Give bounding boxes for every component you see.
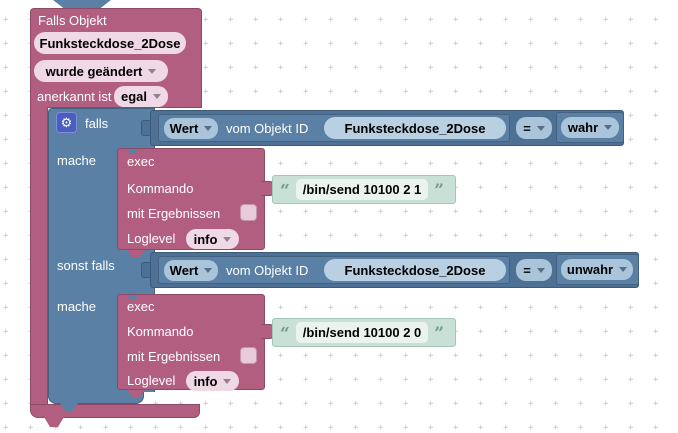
operator-dropdown-1[interactable]: =: [516, 117, 552, 139]
dropdown-caret-icon: [204, 268, 213, 273]
dropdown-caret-icon: [153, 94, 161, 99]
exec-2-command-field[interactable]: /bin/send 10100 2 0: [295, 322, 429, 343]
exec-2-command-label: Kommando: [127, 324, 194, 339]
exec-2-loglevel-dropdown[interactable]: info: [186, 371, 239, 391]
exec-2-next-connector: [127, 390, 145, 397]
trigger-event-value: wurde geändert: [45, 63, 143, 79]
quote-open-icon: “: [280, 181, 290, 201]
dropdown-caret-icon: [604, 125, 613, 130]
exec-1-loglevel-dropdown[interactable]: info: [186, 229, 239, 249]
quote-close-icon: ”: [434, 181, 445, 201]
exec-1-next-connector: [127, 250, 145, 257]
dropdown-caret-icon: [204, 126, 213, 131]
exec-2-title: exec: [127, 299, 155, 314]
bool-value: unwahr: [566, 262, 614, 277]
trigger-block-bottom: [30, 404, 200, 418]
trigger-object-id-value: Funksteckdose_2Dose: [39, 35, 181, 51]
vom-objekt-label-1: vom Objekt ID: [226, 121, 309, 136]
elseif-label: sonst falls: [57, 258, 115, 273]
string-block-2[interactable]: “ /bin/send 10100 2 0 ”: [272, 318, 456, 347]
dropdown-caret-icon: [619, 267, 628, 272]
getter-dropdown-2[interactable]: Wert: [164, 260, 218, 281]
if-label: falls: [85, 116, 109, 131]
mutator-gear-icon[interactable]: ⚙: [56, 112, 77, 133]
trigger-event-dropdown[interactable]: wurde geändert: [34, 60, 168, 82]
exec-1-top-notch: [127, 149, 139, 154]
getter-value: Wert: [169, 121, 199, 136]
trigger-block-left-wall: [30, 107, 48, 405]
if-block-next-connector: [60, 403, 78, 411]
condition-object-id-field-2[interactable]: Funksteckdose_2Dose: [324, 259, 506, 281]
exec-1-with-results-checkbox[interactable]: [240, 204, 257, 221]
exec-1-command-field[interactable]: /bin/send 10100 2 1: [295, 179, 429, 200]
command-value: /bin/send 10100 2 1: [302, 182, 422, 197]
bool-value: wahr: [567, 120, 599, 135]
exec-2-with-results-checkbox[interactable]: [240, 347, 257, 364]
bool-dropdown-2[interactable]: unwahr: [561, 259, 633, 280]
trigger-ack-value: egal: [120, 89, 147, 104]
dropdown-caret-icon: [536, 125, 545, 131]
quote-open-icon: “: [280, 324, 290, 344]
operator-value: =: [523, 120, 531, 136]
exec-1-command-label: Kommando: [127, 181, 194, 196]
string-block-1[interactable]: “ /bin/send 10100 2 1 ”: [272, 175, 456, 204]
vom-objekt-label-2: vom Objekt ID: [226, 263, 309, 278]
exec-1-with-results-label: mit Ergebnissen: [127, 206, 221, 221]
dropdown-caret-icon: [148, 68, 157, 74]
loglevel-value: info: [193, 231, 218, 247]
exec-2-with-results-label: mit Ergebnissen: [127, 349, 221, 364]
getter-dropdown-1[interactable]: Wert: [164, 118, 218, 139]
loglevel-value: info: [193, 373, 218, 389]
trigger-ack-label: anerkannt ist: [37, 89, 112, 104]
exec-2-loglevel-label: Loglevel: [127, 373, 176, 388]
cropped-block-tab: [53, 0, 111, 9]
operator-value: =: [523, 262, 531, 278]
bool-dropdown-1[interactable]: wahr: [561, 117, 619, 138]
dropdown-caret-icon: [223, 378, 232, 384]
dropdown-caret-icon: [223, 236, 232, 242]
exec-1-loglevel-label: Loglevel: [127, 231, 176, 246]
trigger-block-next-connector: [44, 417, 64, 427]
dropdown-caret-icon: [536, 267, 545, 273]
quote-close-icon: ”: [434, 324, 445, 344]
operator-dropdown-2[interactable]: =: [516, 259, 552, 281]
exec-1-title: exec: [127, 154, 155, 169]
condition-object-id-value: Funksteckdose_2Dose: [344, 120, 486, 136]
do-label-1: mache: [57, 153, 97, 168]
gear-glyph: ⚙: [60, 115, 73, 130]
condition-object-id-value: Funksteckdose_2Dose: [344, 262, 486, 278]
if-block-bottom: [48, 392, 144, 404]
condition-object-id-field-1[interactable]: Funksteckdose_2Dose: [324, 117, 506, 139]
trigger-object-id-field[interactable]: Funksteckdose_2Dose: [34, 32, 186, 54]
exec-2-top-notch: [127, 295, 139, 300]
do-label-2: mache: [57, 299, 97, 314]
command-value: /bin/send 10100 2 0: [302, 325, 422, 340]
getter-value: Wert: [169, 263, 199, 278]
trigger-title: Falls Objekt: [38, 13, 107, 28]
trigger-ack-dropdown[interactable]: egal: [114, 86, 168, 107]
